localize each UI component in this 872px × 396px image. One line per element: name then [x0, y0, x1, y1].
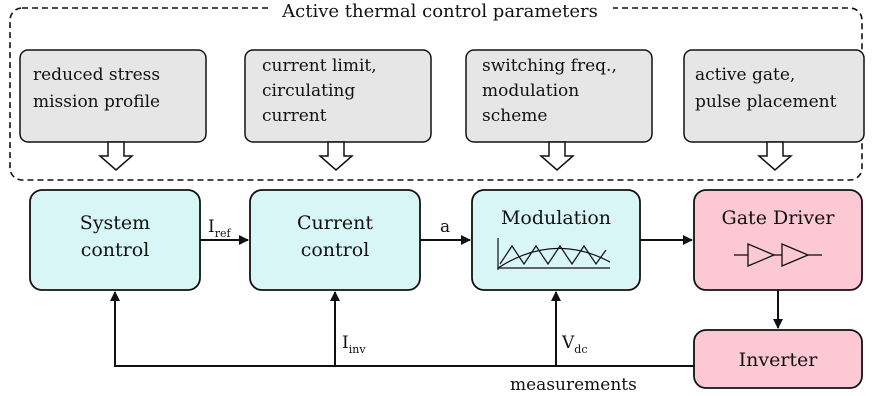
- param-line: scheme: [482, 106, 547, 126]
- param-line: current limit,: [262, 56, 377, 76]
- hollow-arrow-down-icon: [98, 141, 134, 171]
- hollow-arrow-down-icon: [539, 141, 575, 171]
- block-label: control: [81, 239, 150, 261]
- block-inverter: Inverter: [693, 329, 863, 389]
- block-current-control: Current control: [249, 189, 421, 291]
- param-box-reduced-stress: reduced stress mission profile: [19, 49, 207, 143]
- buffer-gates-icon: [734, 243, 822, 267]
- signal-label-iref: Iref: [208, 217, 231, 240]
- param-line: reduced stress: [33, 65, 160, 85]
- param-line: current: [262, 106, 327, 126]
- signal-label-a: a: [440, 217, 450, 237]
- param-line: mission profile: [33, 92, 160, 112]
- param-box-current-limit: current limit, circulating current: [244, 49, 432, 143]
- param-box-switching-freq: switching freq., modulation scheme: [465, 49, 653, 143]
- hollow-arrow-down-icon: [318, 141, 354, 171]
- param-line: pulse placement: [695, 92, 837, 112]
- block-label: Inverter: [739, 349, 819, 371]
- block-label: Modulation: [501, 207, 611, 229]
- group-title: Active thermal control parameters: [281, 1, 598, 22]
- param-line: modulation: [482, 81, 579, 101]
- param-line: active gate,: [695, 65, 795, 85]
- signal-label-vdc: Vdc: [561, 333, 587, 356]
- block-modulation: Modulation: [471, 189, 641, 291]
- block-label: System: [80, 212, 150, 234]
- modulation-waveform-icon: [497, 238, 611, 270]
- block-label: Gate Driver: [722, 207, 836, 229]
- block-label: control: [301, 239, 370, 261]
- block-label: Current: [297, 212, 373, 234]
- param-line: switching freq.,: [482, 56, 617, 76]
- param-line: circulating: [262, 81, 355, 101]
- block-gate-driver: Gate Driver: [693, 189, 863, 291]
- feedback-bus: [110, 291, 694, 367]
- measurements-label: measurements: [510, 375, 637, 395]
- signal-label-iinv: Iinv: [342, 333, 366, 356]
- param-box-active-gate: active gate, pulse placement: [683, 49, 865, 143]
- block-system-control: System control: [29, 189, 201, 291]
- hollow-arrow-down-icon: [757, 141, 793, 171]
